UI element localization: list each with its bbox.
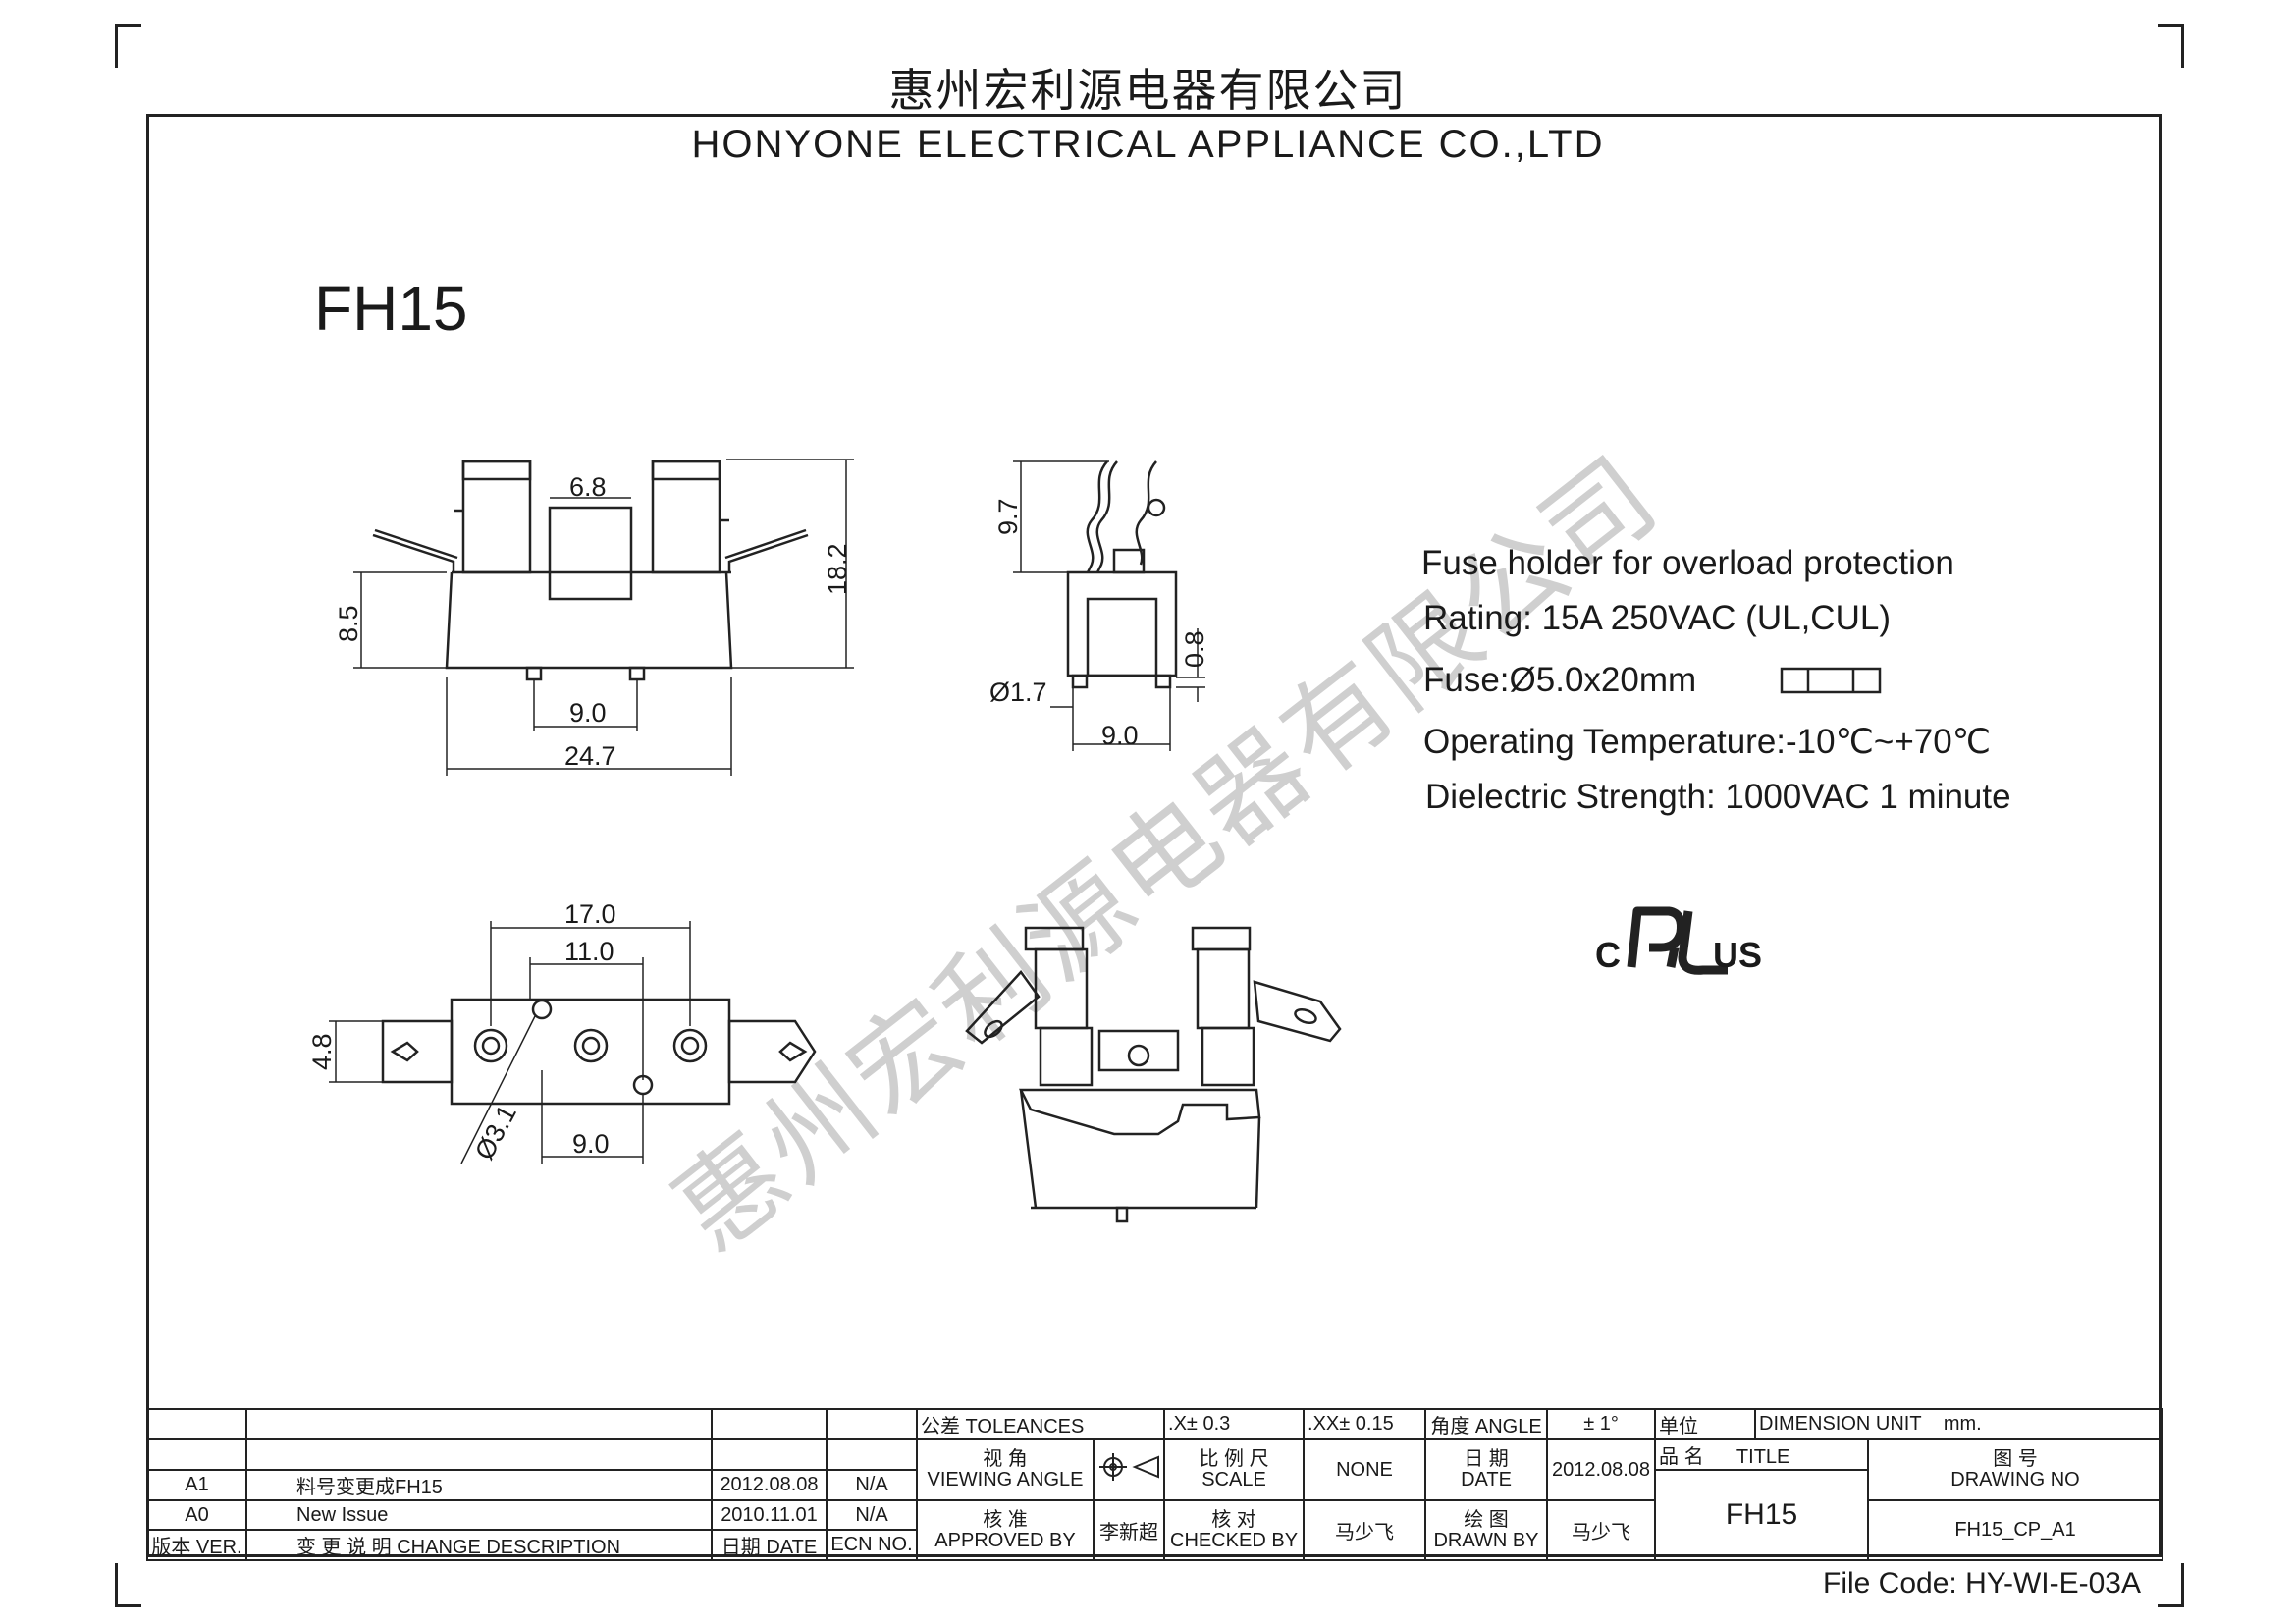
date-value: 2012.08.08 [1546,1438,1657,1501]
bottom-view [329,921,817,1164]
revision-header-row: 版本 VER. 变 更 说 明 CHANGE DESCRIPTION 日期 DA… [146,1529,2163,1561]
dim-front-base-height: 8.5 [334,605,363,642]
dim-bottom-hole-pitch: 11.0 [564,937,614,966]
title-block: 公差 TOLEANCES .X± 0.3 .XX± 0.15 角度 ANGLE … [146,1408,2164,1561]
file-code: File Code: HY-WI-E-03A [1823,1567,2141,1599]
side-view [1013,460,1205,751]
dimension-unit: DIMENSION UNIT mm. [1754,1408,2164,1440]
ul-logo-mark [1627,906,1728,975]
projection-symbol-icon [1099,1453,1159,1481]
checker: 马少飞 [1303,1499,1427,1561]
cert-us: US [1713,935,1763,975]
spec-fuse: Fuse:Ø5.0x20mm [1423,661,1697,699]
cert-c: C [1595,935,1621,975]
spec-rating: Rating: 15A 250VAC (UL,CUL) [1423,599,1891,637]
title-value: FH15 [1654,1469,1870,1561]
part-number: FH15 [314,273,468,344]
title-label: 品 名 TITLE [1654,1438,1870,1471]
crop-mark-bottom-right [2158,1563,2184,1607]
angle-label: 角度 ANGLE [1424,1408,1549,1440]
revision-row-a1: A1 料号变更成FH15 2012.08.08 N/A FH15 [146,1469,2163,1561]
spec-dielectric-strength: Dielectric Strength: 1000VAC 1 minute [1425,778,2011,816]
fuse-symbol [1780,667,1882,694]
isometric-view [965,926,1342,1223]
crop-mark-top-right [2158,24,2184,68]
dim-front-overall-width: 24.7 [564,741,616,771]
crop-mark-bottom-left [115,1563,141,1607]
dim-bottom-pin-pitch: 9.0 [572,1129,610,1159]
dim-front-top-width: 6.8 [569,472,607,502]
front-view [353,459,854,776]
dim-side-pin-diameter: Ø1.7 [989,677,1047,707]
drawing-no-value: FH15_CP_A1 [1867,1499,2164,1561]
company-name-cn: 惠州宏利源电器有限公司 [888,64,1408,117]
dim-front-height: 18.2 [823,543,852,595]
dim-side-offset: 0.8 [1180,630,1209,668]
spec-description: Fuse holder for overload protection [1421,544,1954,582]
projection-symbol [1092,1438,1166,1501]
tolerance-xx: .XX± 0.15 [1303,1408,1427,1440]
company-name-en: HONYONE ELECTRICAL APPLIANCE CO.,LTD [0,123,2296,167]
tolerances-label: 公差 TOLEANCES [915,1408,1166,1440]
dim-front-pin-pitch: 9.0 [569,698,607,728]
dim-bottom-outer-pitch: 17.0 [564,899,616,929]
dim-side-pin-pitch: 9.0 [1101,721,1139,750]
approver: 李新超 [1092,1499,1166,1561]
drawer: 马少飞 [1546,1499,1657,1561]
crop-mark-top-left [115,24,141,68]
unit-label: 单位 [1654,1408,1757,1440]
dim-bottom-width: 4.8 [307,1033,337,1070]
spec-operating-temperature: Operating Temperature:-10℃~+70℃ [1423,723,1992,761]
scale-value: NONE [1303,1438,1427,1501]
tolerance-x: .X± 0.3 [1163,1408,1306,1440]
dim-side-clip-height: 9.7 [993,498,1023,535]
angle-value: ± 1° [1546,1408,1657,1440]
